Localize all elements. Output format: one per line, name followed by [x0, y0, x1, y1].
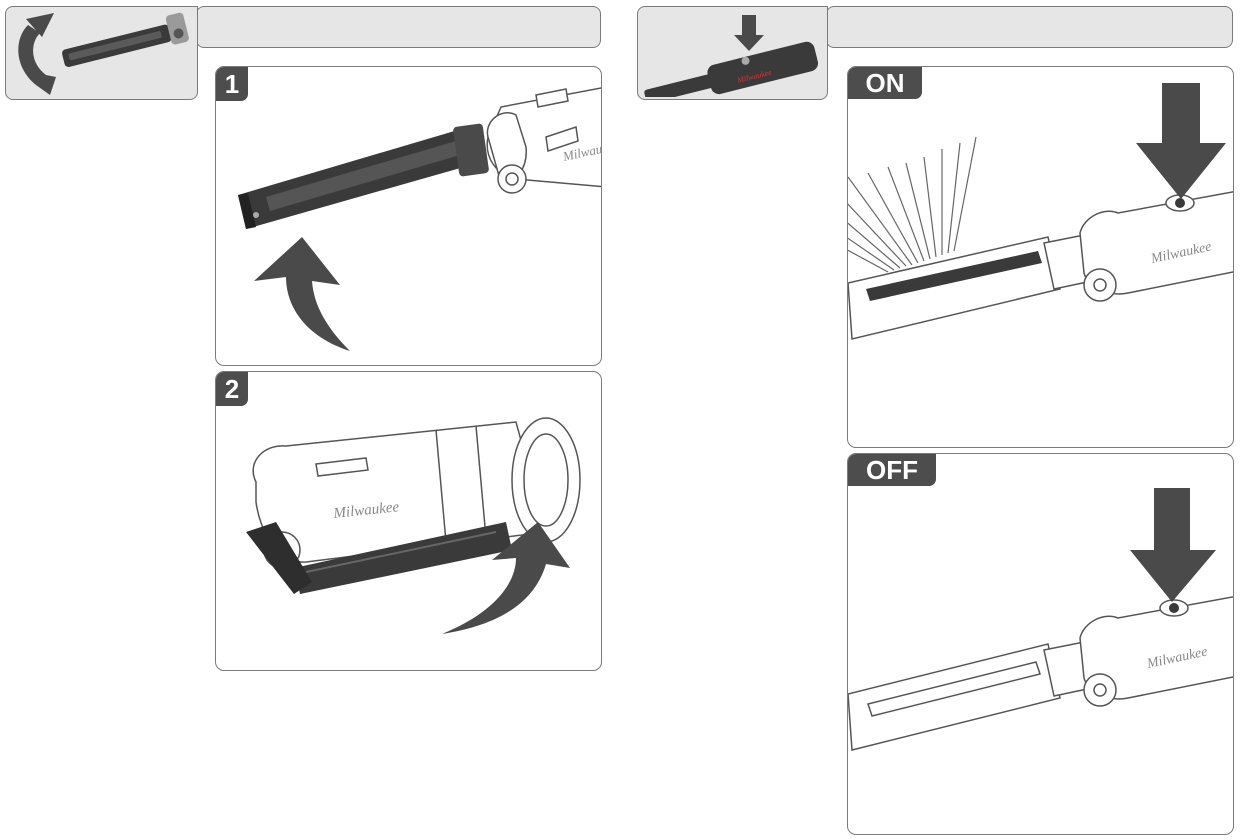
off-tag: OFF [848, 454, 936, 486]
off-panel: OFF Milwaukee [847, 453, 1234, 835]
on-label: ON [865, 67, 905, 98]
press-button-light-off-illustration: Milwaukee [848, 488, 1233, 751]
step-2-panel: 2 Milwaukee [215, 371, 602, 671]
off-label: OFF [866, 454, 918, 485]
on-panel: ON Milwaukee [847, 66, 1234, 448]
step-2-label: 2 [224, 373, 240, 404]
press-power-button-icon: Milwaukee [644, 15, 819, 97]
left-header-tab [5, 6, 198, 100]
rotate-light-bar-up-illustration: Milwaukee [238, 87, 601, 351]
fold-light-bar-under-illustration: Milwaukee [246, 417, 581, 634]
on-tag: ON [848, 67, 922, 99]
press-button-light-on-illustration: Milwaukee [848, 83, 1233, 340]
step-1-panel: 1 Milwaukee [215, 66, 602, 366]
step-1-label: 1 [224, 68, 240, 99]
step-1-tag: 1 [216, 67, 248, 101]
step-2-tag: 2 [216, 372, 248, 406]
right-header-tab: Milwaukee [637, 6, 828, 100]
left-header-bar [196, 6, 601, 48]
svg-text:Milwaukee: Milwaukee [332, 499, 400, 522]
rotate-head-icon [18, 12, 189, 95]
right-header-bar [826, 6, 1233, 48]
